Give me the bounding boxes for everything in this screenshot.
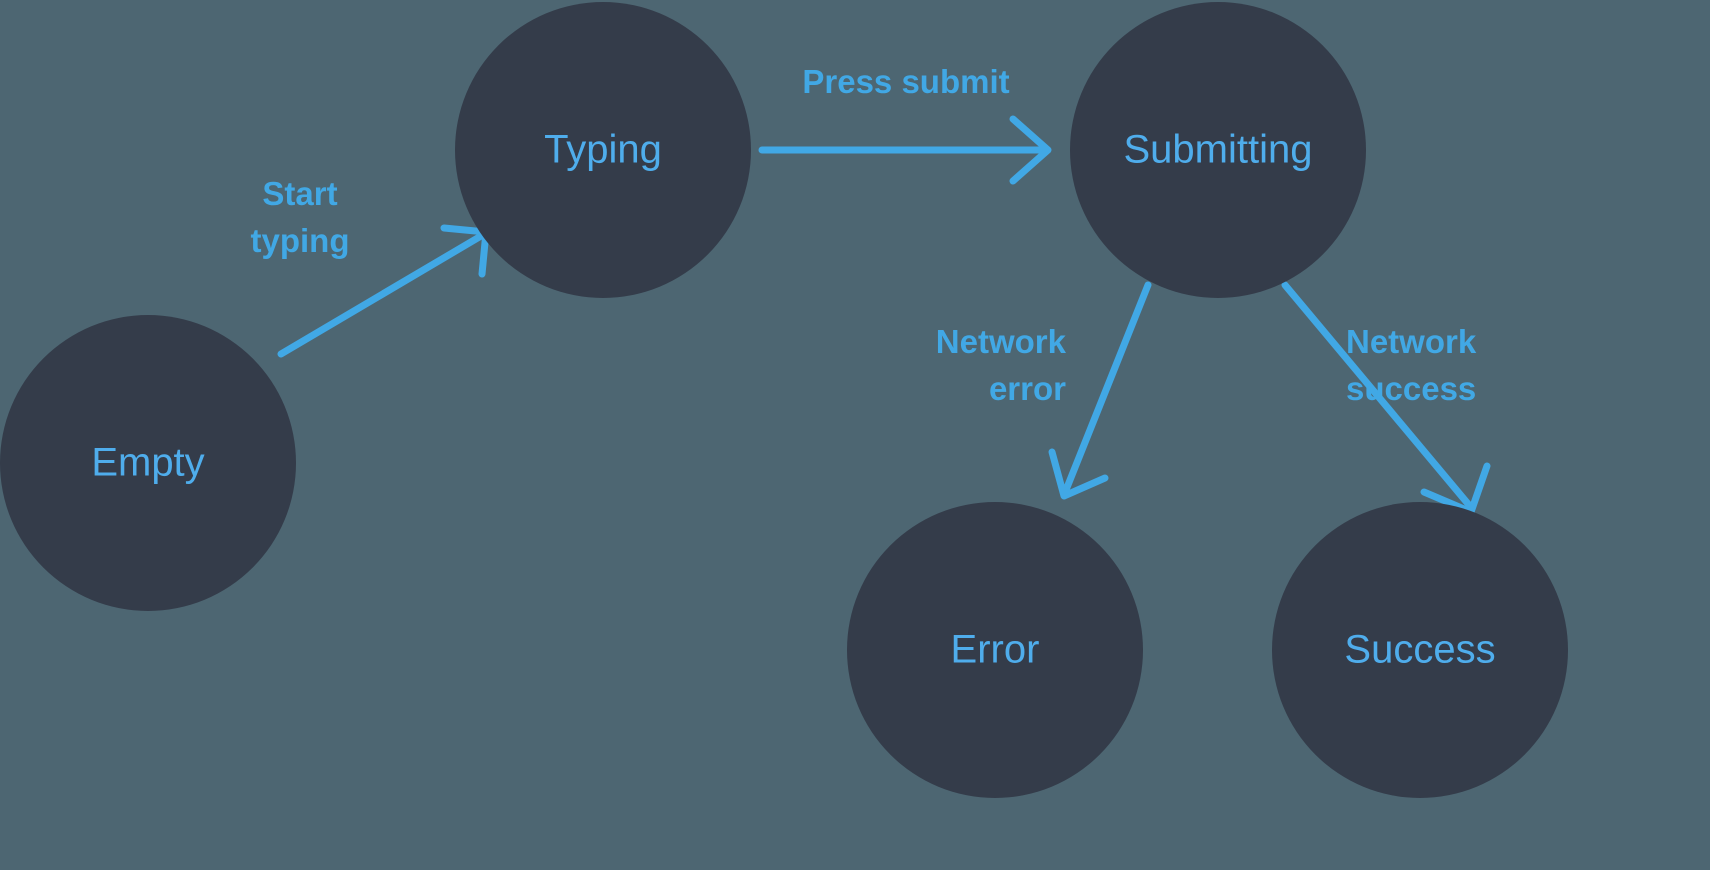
edge-label-network-error-line1: Network	[936, 323, 1067, 360]
state-node-error-circle[interactable]	[847, 502, 1143, 798]
edge-press-submit-arrowhead	[1009, 115, 1052, 185]
state-node-submitting-circle[interactable]	[1070, 2, 1366, 298]
edge-network-error	[1048, 281, 1152, 500]
edge-label-press-submit: Press submit	[802, 63, 1009, 100]
state-node-success-label: Success	[1344, 628, 1495, 672]
edge-label-start-typing-line1: Start	[262, 175, 337, 212]
edge-press-submit	[758, 115, 1052, 185]
edge-network-error-line	[1062, 281, 1152, 494]
edge-network-error-arrowhead	[1048, 448, 1109, 500]
state-node-submitting[interactable]: Submitting	[1070, 2, 1366, 298]
state-node-typing-circle[interactable]	[455, 2, 751, 298]
edge-label-network-error-line2: error	[989, 370, 1066, 407]
edge-label-network-success-line2: success	[1346, 370, 1476, 407]
state-node-typing[interactable]: Typing	[455, 2, 751, 298]
state-node-submitting-label: Submitting	[1124, 128, 1313, 172]
edge-start-typing-line	[277, 232, 485, 358]
state-node-error-label: Error	[951, 628, 1040, 672]
state-node-error[interactable]: Error	[847, 502, 1143, 798]
state-node-typing-label: Typing	[544, 128, 662, 172]
edge-network-success-line	[1281, 281, 1473, 509]
state-node-empty-label: Empty	[91, 441, 204, 485]
state-node-empty-circle[interactable]	[0, 315, 296, 611]
edge-label-start-typing-line2: typing	[251, 222, 350, 259]
state-node-success[interactable]: Success	[1272, 502, 1568, 798]
state-node-empty[interactable]: Empty	[0, 315, 296, 611]
edge-label-network-success-line1: Network	[1346, 323, 1477, 360]
state-node-success-circle[interactable]	[1272, 502, 1568, 798]
